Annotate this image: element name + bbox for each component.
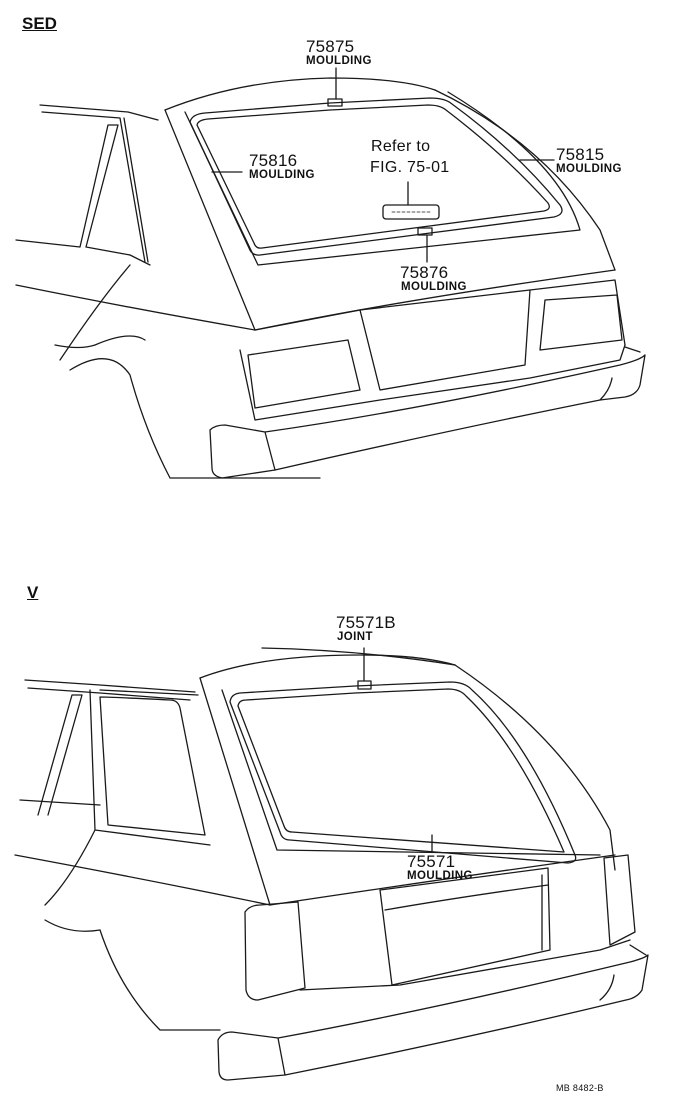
reference-line-1: Refer to (371, 138, 431, 155)
part-number-75815[interactable]: 75815 (556, 145, 605, 164)
part-name-75875: MOULDING (306, 55, 372, 67)
part-name-75816: MOULDING (249, 169, 315, 181)
part-number-75571b[interactable]: 75571B (336, 613, 396, 632)
part-name-75571: MOULDING (407, 870, 473, 882)
part-name-75815: MOULDING (556, 163, 622, 175)
section-title-v: V (27, 583, 39, 602)
part-number-75876[interactable]: 75876 (400, 263, 449, 282)
reference-figure-link[interactable]: FIG. 75-01 (370, 159, 450, 176)
part-name-75571b: JOINT (337, 631, 373, 643)
section-title-sed: SED (22, 14, 57, 33)
part-number-75875[interactable]: 75875 (306, 37, 355, 56)
drawing-code: MB 8482-B (556, 1083, 604, 1093)
part-number-75816[interactable]: 75816 (249, 151, 298, 170)
part-number-75571[interactable]: 75571 (407, 852, 456, 871)
part-name-75876: MOULDING (401, 281, 467, 293)
